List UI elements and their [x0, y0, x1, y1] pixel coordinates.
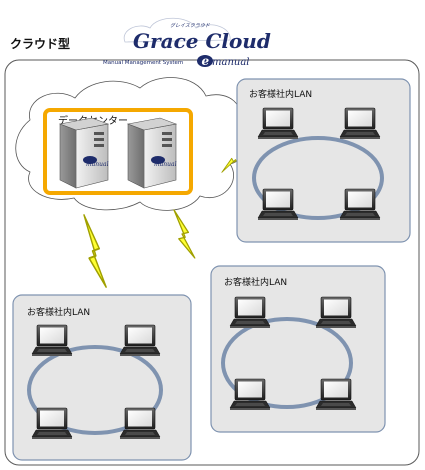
laptop-icon: [315, 378, 357, 411]
laptop-icon: [229, 378, 271, 411]
lan-middle-right-label: お客様社内LAN: [224, 276, 287, 288]
architecture-heading: クラウド型: [10, 36, 70, 51]
logo-e-letter: e: [202, 54, 210, 68]
laptop-icon: [257, 107, 299, 140]
server-2-badge: manual: [154, 161, 177, 168]
logo-emanual: manual: [212, 57, 250, 68]
lan-middle-right-ring: [221, 317, 353, 409]
lan-middle-right: お客様社内LAN: [210, 265, 386, 433]
lan-top-right: お客様社内LAN: [236, 78, 411, 243]
grace-cloud-logo: グレイスクラウド Grace Cloud Manual Management S…: [103, 17, 271, 68]
lan-bottom-left-ring: [27, 345, 163, 435]
laptop-icon: [119, 324, 161, 357]
lan-bottom-left: お客様社内LAN: [12, 294, 192, 461]
lan-top-right-label: お客様社内LAN: [249, 88, 312, 100]
lan-bottom-left-label: お客様社内LAN: [27, 306, 90, 318]
server-2-badge-icon: [151, 156, 165, 164]
server-1: manual: [59, 117, 109, 189]
laptop-icon: [229, 296, 271, 329]
logo-e-mark: [197, 55, 213, 67]
laptop-icon: [31, 407, 73, 440]
logo-title: Grace Cloud: [133, 29, 271, 53]
lan-top-right-ring: [252, 136, 384, 220]
server-2: manual: [127, 117, 177, 189]
laptop-icon: [119, 407, 161, 440]
logo-subtitle: Manual Management System: [103, 60, 183, 66]
server-1-badge-icon: [83, 156, 97, 164]
laptop-icon: [339, 107, 381, 140]
laptop-icon: [31, 324, 73, 357]
laptop-icon: [339, 188, 381, 221]
laptop-icon: [315, 296, 357, 329]
logo-kana: グレイスクラウド: [170, 22, 211, 29]
server-1-badge: manual: [86, 161, 109, 168]
laptop-icon: [257, 188, 299, 221]
